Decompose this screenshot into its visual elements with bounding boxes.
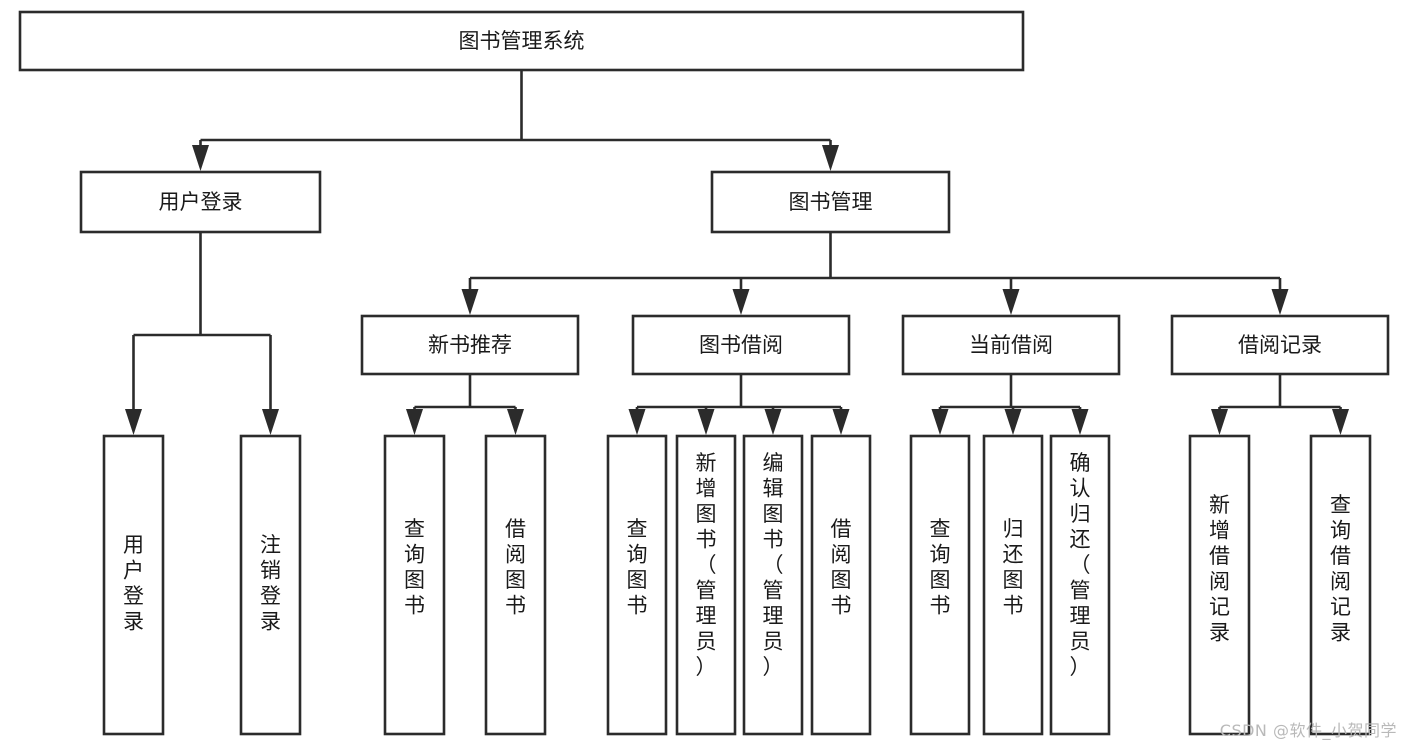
arrow-head-icon <box>1332 409 1349 435</box>
arrow-head-icon <box>764 409 782 435</box>
connectors-layer <box>125 70 1349 435</box>
node-book-borrow[interactable]: 图书借阅 <box>631 314 851 376</box>
node-label: 借阅图书 <box>831 517 852 618</box>
node-box <box>631 314 851 376</box>
arrow-head-icon <box>1002 289 1020 315</box>
arrow-head-icon <box>192 145 209 171</box>
node-box <box>810 434 872 736</box>
arrow-head-icon <box>262 409 279 435</box>
node-box <box>383 434 446 736</box>
node-label: 当前借阅 <box>969 333 1053 357</box>
node-label: 借阅记录 <box>1238 333 1322 357</box>
node-box <box>18 10 1025 72</box>
node-new-book-rec[interactable]: 新书推荐 <box>360 314 580 376</box>
node-box <box>901 314 1121 376</box>
nodes-layer: 图书管理系统用户登录图书管理新书推荐图书借阅当前借阅借阅记录用户登录注销登录查询… <box>18 10 1390 736</box>
node-leaf-query-book-3[interactable]: 查询图书 <box>909 434 971 736</box>
arrow-head-icon <box>1211 409 1228 435</box>
node-user-login[interactable]: 用户登录 <box>79 170 322 234</box>
node-box <box>1049 434 1111 736</box>
node-leaf-query-book-1[interactable]: 查询图书 <box>383 434 446 736</box>
node-label: 归还图书 <box>1003 517 1024 618</box>
node-leaf-logout[interactable]: 注销登录 <box>239 434 302 736</box>
arrow-head-icon <box>1004 409 1022 435</box>
node-root[interactable]: 图书管理系统 <box>18 10 1025 72</box>
node-leaf-borrow-book-2[interactable]: 借阅图书 <box>810 434 872 736</box>
node-box <box>79 170 322 234</box>
node-box <box>1309 434 1372 736</box>
node-box <box>484 434 547 736</box>
node-label: 查询图书 <box>627 517 648 618</box>
node-box <box>360 314 580 376</box>
node-box <box>710 170 951 234</box>
node-box <box>675 434 737 736</box>
node-label: 用户登录 <box>159 190 243 214</box>
node-leaf-borrow-book-1[interactable]: 借阅图书 <box>484 434 547 736</box>
node-label: 注销登录 <box>260 533 281 634</box>
node-leaf-edit-book[interactable]: 编辑图书（管理员） <box>742 434 804 736</box>
arrow-head-icon <box>461 289 479 315</box>
arrow-head-icon <box>832 409 850 435</box>
node-box <box>239 434 302 736</box>
node-leaf-confirm-return[interactable]: 确认归还（管理员） <box>1049 434 1111 736</box>
node-label: 图书管理系统 <box>459 29 585 53</box>
node-box <box>1188 434 1251 736</box>
node-leaf-add-record[interactable]: 新增借阅记录 <box>1188 434 1251 736</box>
node-label: 用户登录 <box>123 533 144 634</box>
arrow-head-icon <box>406 409 423 435</box>
node-borrow-record[interactable]: 借阅记录 <box>1170 314 1390 376</box>
node-label: 借阅图书 <box>505 517 526 618</box>
node-leaf-user-login[interactable]: 用户登录 <box>102 434 165 736</box>
arrow-head-icon <box>1071 409 1089 435</box>
arrow-head-icon <box>931 409 949 435</box>
arrow-head-icon <box>697 409 715 435</box>
node-label: 图书借阅 <box>699 333 783 357</box>
node-leaf-return-book[interactable]: 归还图书 <box>982 434 1044 736</box>
node-leaf-query-book-2[interactable]: 查询图书 <box>606 434 668 736</box>
node-box <box>606 434 668 736</box>
node-label: 图书管理 <box>789 190 873 214</box>
node-current-borrow[interactable]: 当前借阅 <box>901 314 1121 376</box>
node-book-manage[interactable]: 图书管理 <box>710 170 951 234</box>
node-label: 查询图书 <box>930 517 951 618</box>
node-leaf-query-record[interactable]: 查询借阅记录 <box>1309 434 1372 736</box>
node-box <box>102 434 165 736</box>
node-label: 新增借阅记录 <box>1209 493 1230 645</box>
node-label: 编辑图书（管理员） <box>763 451 784 679</box>
node-box <box>909 434 971 736</box>
arrow-head-icon <box>628 409 646 435</box>
arrow-head-icon <box>507 409 524 435</box>
arrow-head-icon <box>125 409 142 435</box>
node-label: 新增图书（管理员） <box>696 451 717 679</box>
node-box <box>982 434 1044 736</box>
node-box <box>1170 314 1390 376</box>
arrow-head-icon <box>732 289 750 315</box>
node-label: 新书推荐 <box>428 333 512 357</box>
node-label: 查询图书 <box>404 517 425 618</box>
node-box <box>742 434 804 736</box>
arrow-head-icon <box>822 145 839 171</box>
node-leaf-add-book[interactable]: 新增图书（管理员） <box>675 434 737 736</box>
arrow-head-icon <box>1271 289 1289 315</box>
node-label: 确认归还（管理员） <box>1070 451 1091 679</box>
node-label: 查询借阅记录 <box>1330 493 1351 645</box>
